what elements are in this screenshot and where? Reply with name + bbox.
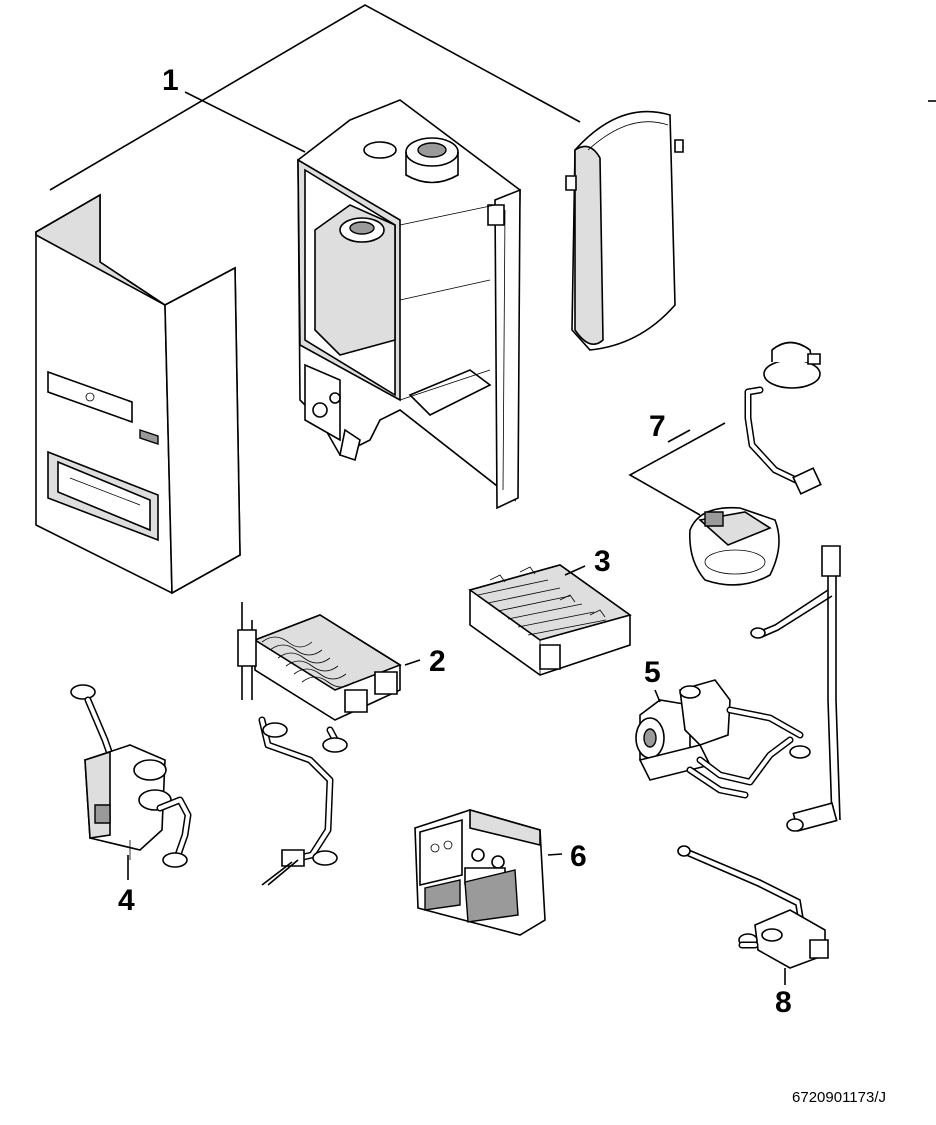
heat-exchanger-pipework (262, 720, 347, 885)
fan-assembly (690, 508, 779, 585)
leader-5 (655, 690, 660, 702)
callout-8: 8 (775, 986, 792, 1019)
control-box (415, 810, 545, 935)
pump-assembly (636, 680, 730, 780)
burner-assembly (470, 565, 630, 675)
callout-1: 1 (162, 64, 179, 97)
pressure-switch (748, 343, 821, 494)
front-casing-panel (36, 195, 240, 593)
heat-exchanger (238, 602, 400, 720)
callout-5: 5 (644, 656, 661, 689)
pump-pipework (690, 546, 840, 831)
callout-4: 4 (118, 884, 135, 917)
expansion-vessel (566, 112, 683, 350)
callout-7: 7 (649, 410, 666, 443)
boiler-chassis (298, 100, 520, 508)
leader-lines-1 (50, 5, 580, 190)
leader-lines-7 (630, 423, 725, 515)
diverter-valve (678, 846, 828, 968)
callout-2: 2 (429, 645, 446, 678)
gas-valve (71, 685, 188, 867)
document-reference: 6720901173/J (792, 1089, 886, 1106)
callout-3: 3 (594, 545, 611, 578)
callout-6: 6 (570, 840, 587, 873)
leader-2 (405, 660, 420, 665)
leader-6 (548, 854, 562, 855)
leader-3 (565, 566, 585, 575)
